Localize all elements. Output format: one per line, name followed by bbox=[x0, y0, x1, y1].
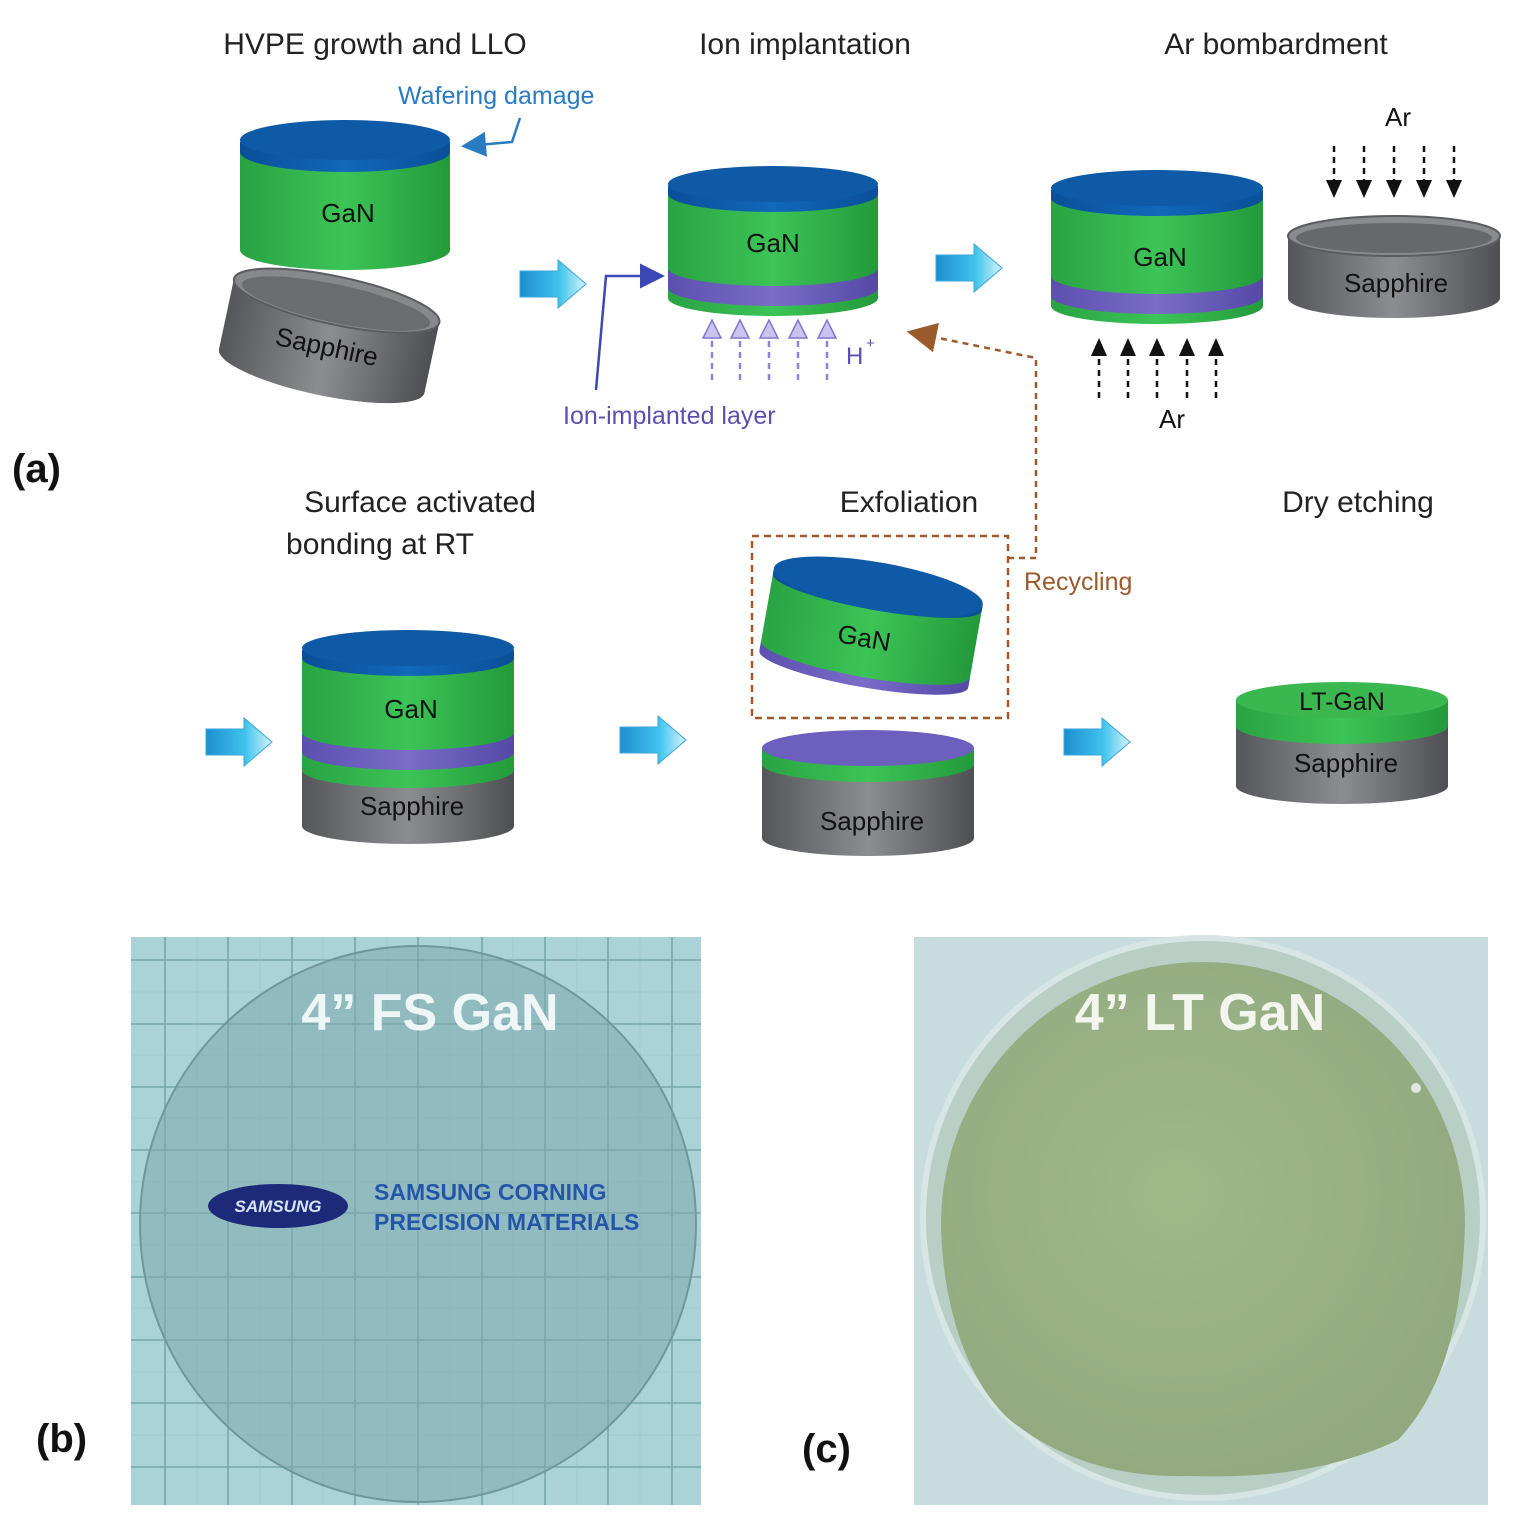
lt-gan-stack: LT-GaN Sapphire bbox=[1236, 682, 1448, 804]
ion-layer-pointer bbox=[594, 263, 665, 391]
step-title-dry-etching: Dry etching bbox=[1282, 486, 1434, 519]
ar-gan-stack: GaN bbox=[1051, 170, 1263, 324]
annotation-h-plus: H bbox=[846, 343, 863, 370]
recycle-box bbox=[750, 534, 1010, 720]
h-ion-arrowheads bbox=[701, 318, 838, 339]
annotation-wafering-damage: Wafering damage bbox=[398, 82, 594, 110]
layer-label-gan: GaN bbox=[746, 228, 799, 258]
film-defect-spot bbox=[1411, 1083, 1421, 1093]
annotation-recycling: Recycling bbox=[1024, 568, 1132, 596]
samsung-logo bbox=[208, 1184, 348, 1228]
gan-top-surface bbox=[240, 120, 450, 160]
brand-line-2: PRECISION MATERIALS bbox=[374, 1209, 639, 1235]
recycling-arrow bbox=[906, 322, 1038, 560]
panel-b-label: (b) bbox=[36, 1417, 87, 1461]
h-ion-beam bbox=[710, 330, 829, 380]
step-title-sab-line1: Surface activated bbox=[304, 486, 536, 519]
annotation-h-plus-superscript: + bbox=[866, 335, 875, 352]
fs-gan-wafer bbox=[140, 946, 696, 1502]
ar-beam-bottom bbox=[1097, 352, 1218, 398]
layer-label-gan: GaN bbox=[321, 198, 374, 228]
panel-b: 4” FS GaN SAMSUNG SAMSUNG CORNING PRECIS… bbox=[36, 937, 701, 1505]
panel-c-label: (c) bbox=[802, 1427, 851, 1471]
step-title-hvpe: HVPE growth and LLO bbox=[223, 28, 527, 61]
fs-gan-wafer-edge bbox=[139, 945, 697, 1503]
ar-beam-top-heads bbox=[1326, 180, 1462, 198]
process-arrow-5 bbox=[1063, 717, 1131, 767]
wafering-damage-pointer bbox=[461, 117, 522, 157]
layer-label-gan: GaN bbox=[1133, 242, 1186, 272]
process-arrow-1 bbox=[519, 259, 587, 309]
brand-line-1: SAMSUNG CORNING bbox=[374, 1179, 607, 1205]
hvpe-stack: Sapphire GaN bbox=[218, 120, 450, 404]
annotation-ar-top: Ar bbox=[1385, 102, 1411, 132]
annotation-ion-implanted-layer: Ion-implanted layer bbox=[563, 402, 776, 430]
layer-label-sapphire: Sapphire bbox=[360, 791, 464, 821]
ion-implant-stack: GaN bbox=[668, 166, 878, 316]
layer-label-sapphire: Sapphire bbox=[1294, 748, 1398, 778]
ion-implanted-layer bbox=[668, 268, 878, 306]
process-arrow-2 bbox=[935, 243, 1003, 293]
layer-label-sapphire: Sapphire bbox=[820, 806, 924, 836]
panel-a-label: (a) bbox=[12, 447, 61, 491]
panel-c: 4” LT GaN (c) bbox=[802, 935, 1488, 1505]
panel-a: (a) HVPE growth and LLO Ion implantation… bbox=[12, 28, 1501, 856]
step-title-ar-bombardment: Ar bombardment bbox=[1164, 28, 1388, 61]
sab-stack: GaN Sapphire bbox=[302, 630, 514, 844]
layer-label-lt-gan: LT-GaN bbox=[1299, 688, 1385, 716]
ar-beam-top bbox=[1332, 146, 1456, 184]
process-arrow-4 bbox=[619, 715, 687, 765]
step-title-ion-implantation: Ion implantation bbox=[699, 28, 911, 61]
annotation-ar-bottom: Ar bbox=[1159, 404, 1185, 434]
photo-c-title: 4” LT GaN bbox=[1075, 984, 1325, 1042]
layer-label-gan: GaN bbox=[384, 694, 437, 724]
exfoliation-base: Sapphire bbox=[762, 730, 974, 856]
photo-b-title: 4” FS GaN bbox=[301, 984, 558, 1042]
samsung-logo-text: SAMSUNG bbox=[235, 1197, 322, 1216]
ar-beam-bottom-heads bbox=[1091, 338, 1224, 356]
exfoliated-gan: GaN bbox=[759, 556, 983, 695]
step-title-exfoliation: Exfoliation bbox=[840, 486, 978, 519]
step-title-sab-line2: bonding at RT bbox=[286, 528, 474, 561]
sapphire-substrate-tilted: Sapphire bbox=[218, 267, 441, 404]
process-arrow-3 bbox=[205, 717, 273, 767]
lt-gan-film bbox=[941, 962, 1465, 1477]
ar-sapphire: Sapphire bbox=[1287, 215, 1501, 318]
layer-label-sapphire: Sapphire bbox=[1344, 268, 1448, 298]
gan-layer bbox=[240, 142, 450, 270]
